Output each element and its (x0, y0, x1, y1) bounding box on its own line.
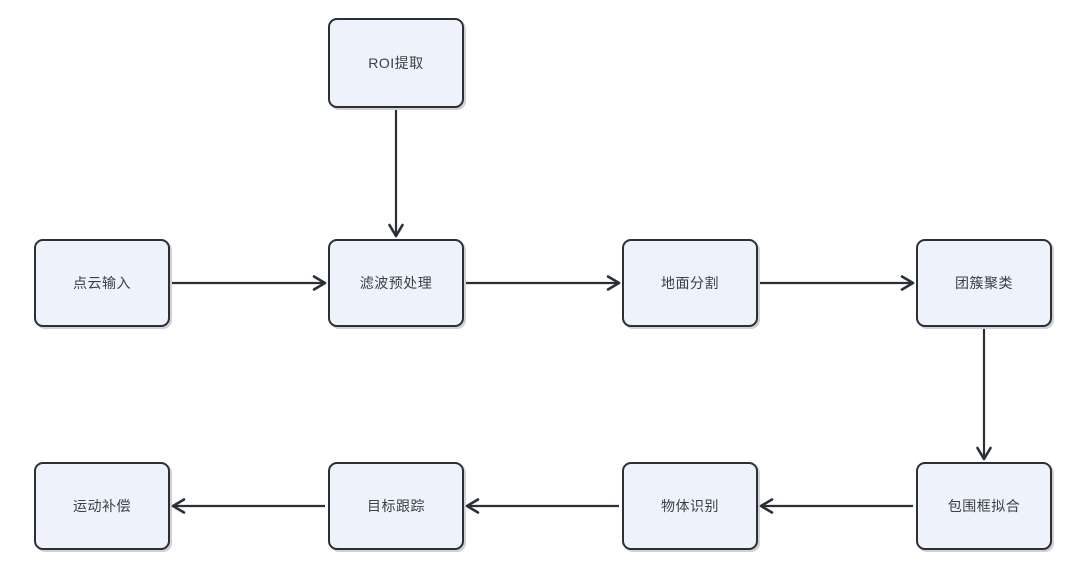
node-ground[interactable]: 地面分割 (622, 239, 758, 327)
arrowhead-icon (465, 498, 480, 514)
node-recognize[interactable]: 物体识别 (622, 462, 758, 550)
node-label-cluster: 团簇聚类 (955, 274, 1013, 291)
node-filter[interactable]: 滤波预处理 (328, 239, 464, 327)
edge-e-cluster-bbox (976, 329, 992, 461)
arrowhead-icon (900, 275, 915, 291)
arrowhead-icon (606, 275, 621, 291)
arrowhead-icon (759, 498, 774, 514)
edge-e-ground-cluster (760, 275, 915, 291)
arrowhead-icon (388, 223, 404, 238)
edge-e-input-filter (172, 275, 327, 291)
node-input[interactable]: 点云输入 (34, 239, 170, 327)
arrowhead-icon (171, 498, 186, 514)
node-cluster[interactable]: 团簇聚类 (916, 239, 1052, 327)
node-label-track: 目标跟踪 (367, 497, 425, 514)
node-track[interactable]: 目标跟踪 (328, 462, 464, 550)
node-label-ground: 地面分割 (661, 274, 719, 291)
node-motion[interactable]: 运动补偿 (34, 462, 170, 550)
edge-e-bbox-recognize (759, 498, 913, 514)
arrowhead-icon (976, 446, 992, 461)
edge-e-roi-filter (388, 110, 404, 238)
node-label-roi: ROI提取 (368, 54, 424, 71)
node-label-filter: 滤波预处理 (359, 274, 433, 291)
node-roi[interactable]: ROI提取 (328, 18, 464, 108)
node-label-recognize: 物体识别 (661, 497, 719, 514)
edge-e-filter-ground (466, 275, 621, 291)
arrowhead-icon (312, 275, 327, 291)
node-bbox[interactable]: 包围框拟合 (916, 462, 1052, 550)
node-label-motion: 运动补偿 (73, 497, 131, 514)
node-label-bbox: 包围框拟合 (947, 497, 1021, 514)
edge-e-track-motion (171, 498, 325, 514)
node-label-input: 点云输入 (73, 274, 131, 291)
edge-e-recognize-track (465, 498, 619, 514)
